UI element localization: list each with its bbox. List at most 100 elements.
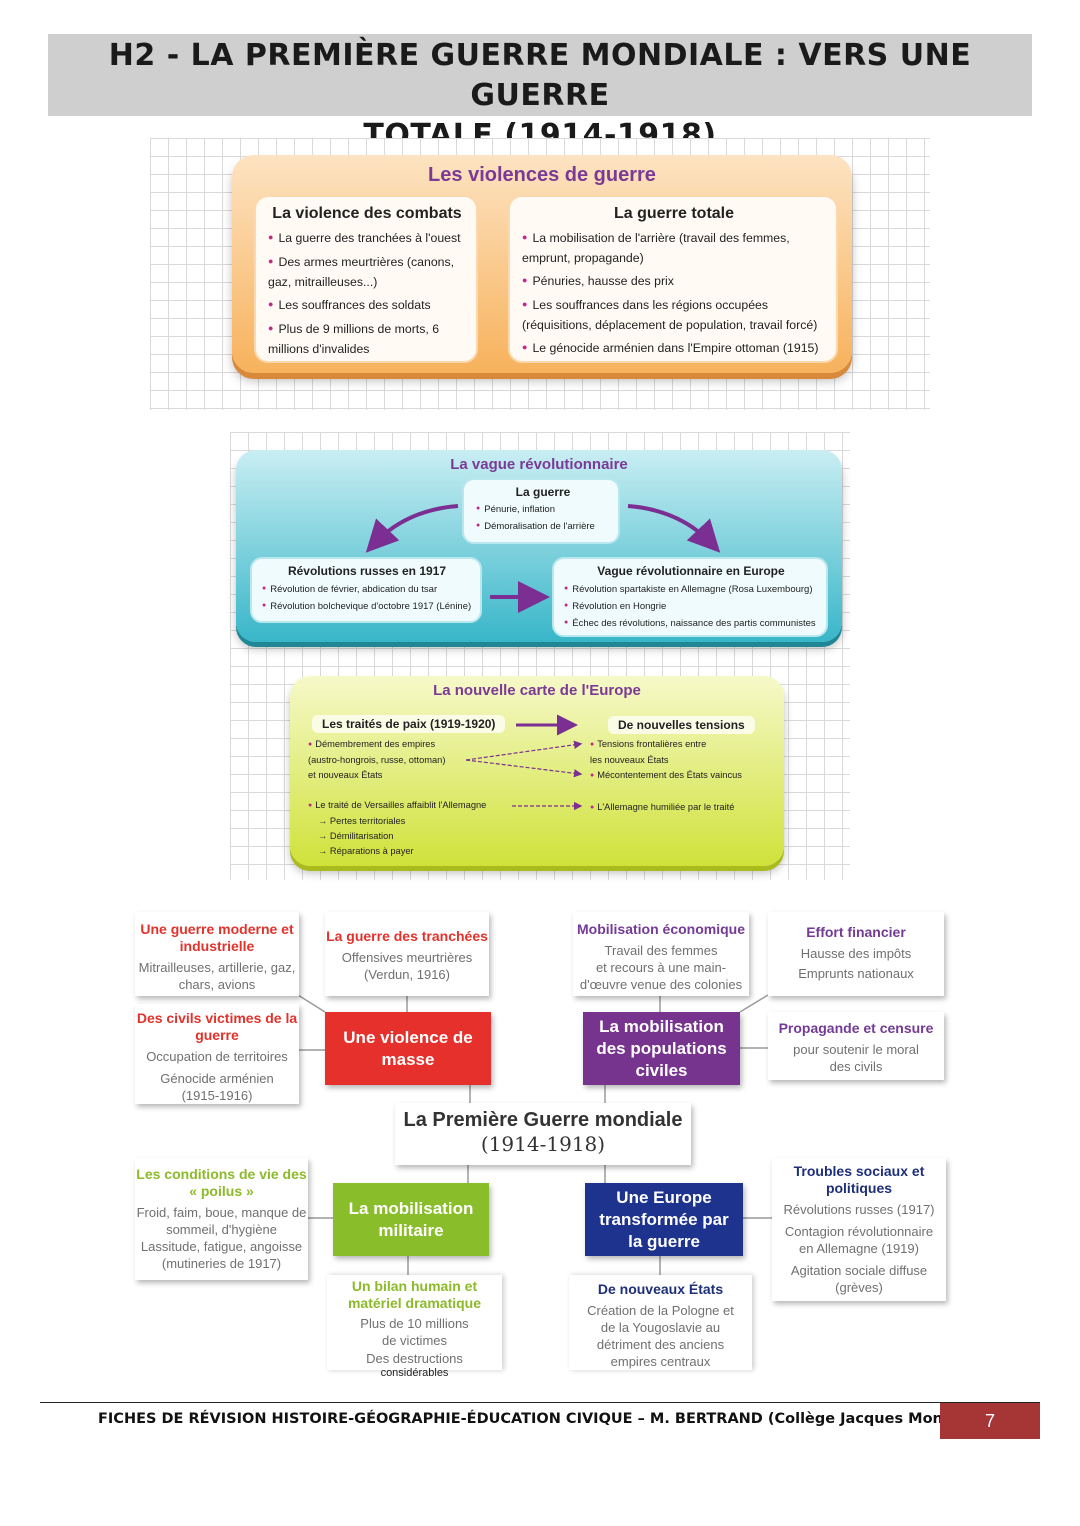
vague-europe-box: Vague révolutionnaire en Europe Révoluti… [552,557,828,637]
card-mobilisation-economique: Mobilisation économique Travail des femm… [573,912,749,996]
arrow-left-icon [365,504,459,553]
revolutions-russes-title: Révolutions russes en 1917 [287,564,447,578]
card-propagande: Propagande et censure pour soutenir le m… [768,1012,944,1080]
card-desc-line: Hausse des impôts [800,946,912,961]
card-desc-line: Contagion révolutionnaire [784,1224,934,1239]
russes-item: Révolution de février, abdication du tsa… [262,582,472,599]
left1-line: (austro-hongrois, russe, ottoman) [308,755,446,765]
europe-item: Révolution spartakiste en Allemagne (Ros… [564,582,818,599]
page-title: H2 - LA PREMIÈRE GUERRE MONDIALE : VERS … [48,34,1032,153]
card-desc-line: en Allemagne (1919) [799,1241,919,1256]
revolutions-russes-box: Révolutions russes en 1917 Révolution de… [250,557,482,623]
center-node: La Première Guerre mondiale (1914-1918) [395,1103,691,1165]
card-desc-line: Froid, faim, boue, manque de [136,1205,307,1220]
combats-item: Plus de 9 millions de morts, 6 millions … [268,320,466,359]
guerre-totale-box: La guerre totale La mobilisation de l'ar… [508,195,838,363]
left1-line: Démembrement des empires [315,739,436,749]
card-desc-line: chars, avions [178,977,256,992]
card-desc-line: pour soutenir le moral [793,1042,919,1057]
hub-label: Une violence de masse [343,1027,473,1069]
left2-sub: Réparations à payer [329,846,414,856]
card-desc-line: (Verdun, 1916) [363,967,450,982]
combats-item: Des armes meurtrières (canons, gaz, mitr… [268,253,466,292]
card-desc: Plus de 10 millions de victimes Des dest… [327,1315,502,1367]
card-desc-line: Création de la Pologne et [587,1303,734,1318]
la-guerre-item: Pénurie, inflation [476,502,610,519]
arrow-dashed-icon [465,759,583,778]
card-title: Des civils victimes de la guerre [136,1010,298,1043]
hub-mobilisation-civile: La mobilisation des populations civiles [583,1012,740,1085]
card-desc-line: Révolutions russes (1917) [783,1202,935,1217]
carte-left1: ●Démembrement des empires (austro-hongro… [308,737,445,783]
card-desc: Travail des femmes et recours à une main… [573,942,749,993]
card-nouveaux-etats: De nouveaux États Création de la Pologne… [569,1275,752,1370]
card-desc-line: Occupation de territoires [146,1049,288,1064]
card-desc-line: Offensives meurtrières [341,950,473,965]
carte-right2: ●Mécontentement des États vaincus [590,770,742,780]
carte-title: La nouvelle carte de l'Europe [433,682,641,699]
card-desc-line: de victimes [381,1333,448,1348]
right3-line: L'Allemagne humiliée par le traité [597,802,735,812]
card-desc-line: des civils [829,1059,883,1074]
hub-label: La mobilisation militaire [348,1198,474,1240]
card-desc-line: d'œuvre venue des colonies [579,977,743,992]
card-effort-financier: Effort financier Hausse des impôts Empru… [768,912,944,996]
card-desc: pour soutenir le moral des civils [768,1041,944,1075]
card-desc-line: et recours à une main- [595,960,727,975]
card-desc-line: Des destructions [366,1351,463,1366]
card-civils-victimes: Des civils victimes de la guerre Occupat… [135,1004,299,1104]
page-number: 7 [940,1403,1040,1439]
carte-left2: ●Le traité de Versailles affaiblit l'All… [308,800,487,856]
card-title: De nouveaux États [597,1281,724,1297]
russes-item: Révolution bolchevique d'octobre 1917 (L… [262,599,472,616]
arrow-dashed-icon [465,740,583,761]
card-desc-line: Agitation sociale diffuse [790,1263,928,1278]
card-desc-line: (1915-1916) [181,1088,253,1103]
combats-item: Les souffrances des soldats [268,296,466,316]
card-desc-line: empires centraux [610,1354,711,1369]
hub-europe-transformee: Une Europe transformée par la guerre [585,1183,743,1256]
right2-line: Mécontentement des États vaincus [597,770,742,780]
violences-title: Les violences de guerre [428,164,656,186]
vague-panel: La vague révolutionnaire La guerre Pénur… [236,450,842,642]
card-desc-line: détriment des anciens [596,1337,725,1352]
card-desc: Révolutions russes (1917) Contagion révo… [772,1201,946,1296]
traites-heading: Les traités de paix (1919-1920) [312,715,506,733]
tensions-heading: De nouvelles tensions [608,716,755,734]
footer-text: FICHES DE RÉVISION HISTOIRE-GÉOGRAPHIE-É… [98,1411,970,1427]
vague-title: La vague révolutionnaire [450,456,628,473]
vague-arrows [365,504,721,613]
right1-line: les nouveaux États [590,755,669,765]
hub-label: Une Europe transformée par la guerre [599,1187,729,1251]
totale-item: Les souffrances dans les régions occupée… [522,296,826,335]
card-bilan: Un bilan humain et matériel dramatique P… [327,1275,502,1370]
card-title: Troubles sociaux et politiques [793,1163,925,1196]
card-desc: Froid, faim, boue, manque de sommeil, d'… [135,1204,308,1272]
card-desc-line: de la Yougoslavie au [600,1320,721,1335]
card-troubles: Troubles sociaux et politiques Révolutio… [772,1158,946,1301]
carte-right3: ●L'Allemagne humiliée par le traité [590,802,735,812]
card-desc-line: (grèves) [835,1280,883,1295]
card-title: Effort financier [806,924,906,940]
combats-box: La violence des combats La guerre des tr… [254,195,478,363]
totale-item: La mobilisation de l'arrière (travail de… [522,229,826,268]
mindmap-connectors [297,994,772,1275]
left2-line: Le traité de Versailles affaiblit l'Alle… [315,800,487,810]
la-guerre-item: Démoralisation de l'arrière [476,519,610,536]
la-guerre-title: La guerre [515,485,571,499]
carte-right1: ●Tensions frontalières entre les nouveau… [590,737,706,768]
carte-panel: La nouvelle carte de l'Europe Les traité… [290,676,784,866]
violences-panel: Les violences de guerre La violence des … [232,155,852,373]
card-guerre-tranchees: La guerre des tranchées Offensives meurt… [325,912,489,996]
left2-sub: Pertes territoriales [329,816,406,826]
card-desc: Occupation de territoires Génocide armén… [135,1048,299,1104]
totale-item: Le génocide arménien dans l'Empire ottom… [522,339,826,359]
card-desc-line: Génocide arménien [160,1071,274,1086]
card-title: Mobilisation économique [576,921,745,937]
carte-arrows [465,714,583,811]
la-guerre-box: La guerre Pénurie, inflation Démoralisat… [462,478,620,544]
right1-line: Tensions frontalières entre [597,739,707,749]
card-title: Propagande et censure [778,1020,934,1036]
combats-item: La guerre des tranchées à l'ouest [268,229,466,249]
hub-violence-de-masse: Une violence de masse [325,1012,491,1085]
